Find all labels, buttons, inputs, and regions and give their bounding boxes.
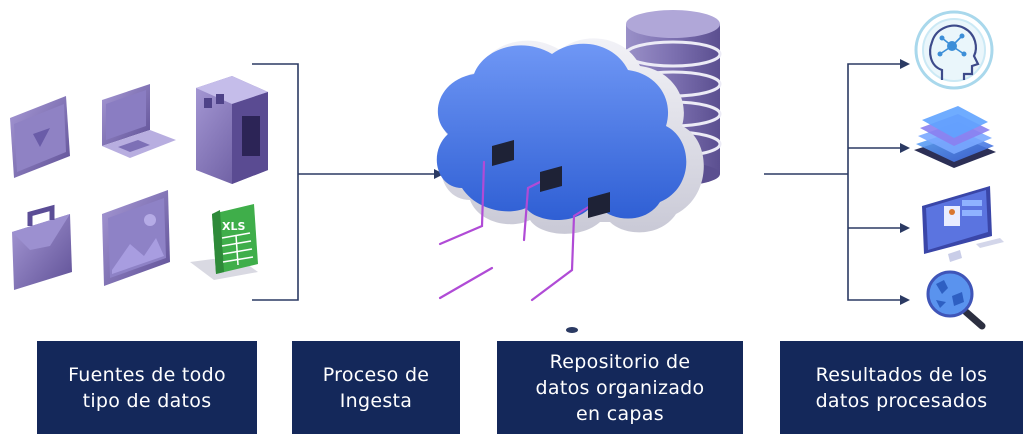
cloud-icon — [436, 38, 704, 234]
stage-repository-label: Repositorio de datos organizado en capas — [535, 350, 705, 425]
connector-dot — [566, 327, 578, 333]
video-tablet-icon — [10, 96, 70, 178]
server-icon — [196, 76, 268, 184]
ai-head-icon — [914, 10, 994, 90]
connector-ports — [492, 140, 610, 218]
stage-ingest-label: Proceso de Ingesta — [322, 363, 430, 412]
results-arrowheads — [900, 59, 910, 305]
image-tablet-icon — [102, 190, 170, 286]
stage-results-box: Resultados de los datos procesados — [780, 341, 1023, 434]
stacked-layers-icon — [914, 106, 996, 168]
briefcase-icon — [12, 204, 72, 290]
stage-results-label: Resultados de los datos procesados — [815, 363, 988, 412]
laptop-icon — [102, 84, 176, 158]
stage-ingest-box: Proceso de Ingesta — [292, 341, 460, 434]
stage-sources-label: Fuentes de todo tipo de datos — [68, 363, 226, 412]
xls-file-icon: XLS — [190, 204, 258, 280]
magnifier-globe-icon — [926, 270, 986, 330]
results-bracket — [764, 63, 902, 301]
dashboard-monitor-icon — [922, 186, 1004, 262]
ingest-lines — [438, 160, 592, 302]
stage-repository-box: Repositorio de datos organizado en capas — [497, 341, 743, 434]
stage-sources-box: Fuentes de todo tipo de datos — [37, 341, 257, 434]
xls-label: XLS — [222, 220, 245, 233]
ingest-arrowhead — [434, 169, 444, 179]
sources-bracket — [252, 63, 436, 301]
